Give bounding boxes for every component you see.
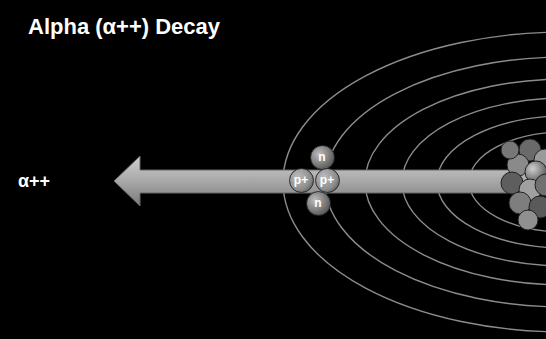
proton-circle: p+ [315,168,340,193]
particle-symbol: n [318,151,325,163]
diagram-title: Alpha (α++) Decay [28,14,220,40]
neutron-circle: n [310,145,335,170]
particle-label: α++ [18,171,50,192]
particle-symbol: p+ [320,174,334,186]
particle-symbol: n [314,197,321,209]
neutron-circle: n [306,191,331,216]
daughter-nucleus [501,139,546,230]
proton-circle: p+ [289,168,314,193]
particle-symbol: p+ [294,174,308,186]
